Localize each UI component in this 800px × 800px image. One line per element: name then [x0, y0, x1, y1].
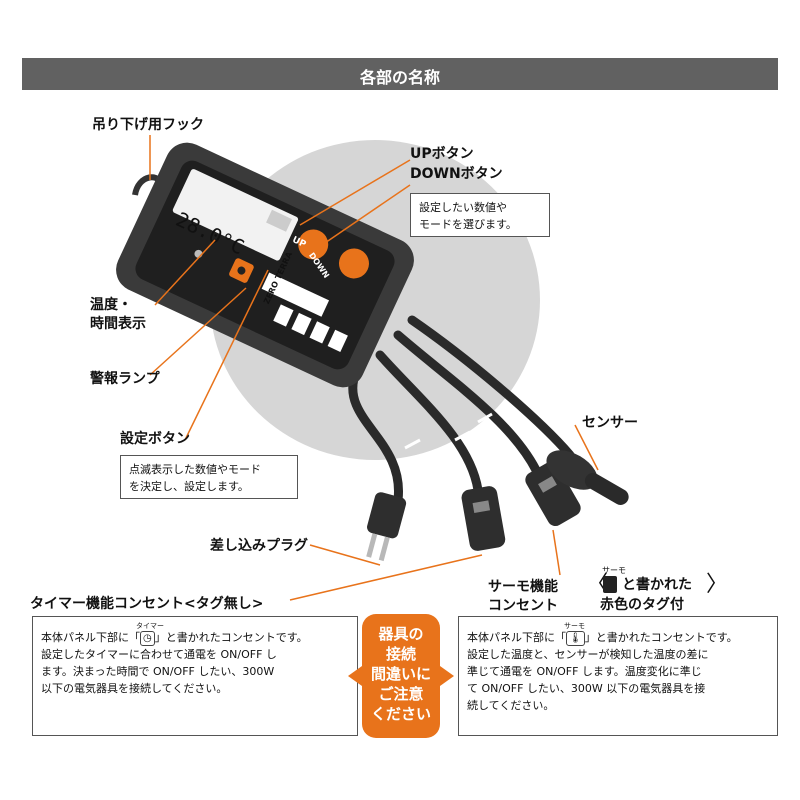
bracket-right: 〉 — [706, 572, 729, 597]
timer-clock-icon: ◷ — [140, 630, 155, 646]
thermo-line1: 本体パネル下部に「サーモ🌡」と書かれたコンセントです。 — [467, 622, 769, 646]
bracket-left: 〈 — [586, 572, 609, 597]
page-title: 各部の名称 — [359, 68, 440, 87]
label-sensor: センサー — [582, 415, 638, 431]
label-set-button: 設定ボタン — [120, 431, 190, 447]
tag-ruby: サーモ — [602, 566, 626, 575]
label-timer-outlet: タイマー機能コンセント<タグ無し> — [30, 596, 264, 612]
set-description-box: 点滅表示した数値やモード を決定し、設定します。 — [120, 455, 298, 499]
cable-sensor — [407, 315, 575, 460]
notice-line: ください — [370, 705, 431, 723]
updown-line2: モードを選びます。 — [419, 218, 517, 231]
cable-thermo-outlet — [393, 330, 541, 475]
label-display-line2: 時間表示 — [90, 316, 146, 332]
notice-line: ご注意 — [378, 685, 424, 703]
updown-description-box: 設定したい数値や モードを選びます。 — [410, 193, 550, 237]
timer-ruby: タイマー — [136, 622, 164, 630]
label-down-button: DOWNボタン — [410, 166, 503, 182]
label-thermo-outlet: サーモ機能 — [488, 579, 558, 595]
updown-line1: 設定したい数値や — [419, 201, 507, 214]
thermo-line2: 設定した温度と、センサーが検知した温度の差に — [467, 648, 709, 661]
timer-outlet — [461, 486, 506, 551]
timer-line4: 以下の電気器具を接続してください。 — [41, 682, 228, 695]
timer-line3: ます。決まった時間で ON/OFF したい、300W — [41, 665, 275, 678]
timer-line2: 設定したタイマーに合わせて通電を ON/OFF し — [41, 648, 277, 661]
label-up-button: UPボタン — [410, 146, 474, 162]
label-plug: 差し込みプラグ — [210, 538, 308, 554]
label-thermo-outlet-line2: コンセント — [488, 598, 558, 614]
timer-line1: 本体パネル下部に「タイマー◷」と書かれたコンセントです。 — [41, 622, 349, 646]
thermo-line4: て ON/OFF したい、300W 以下の電気器具を接 — [467, 682, 706, 695]
cable-ties — [404, 412, 493, 450]
cables — [348, 315, 575, 505]
device-body — [116, 142, 414, 388]
set-line1: 点滅表示した数値やモード — [129, 463, 261, 476]
label-alarm-lamp: 警報ランプ — [90, 371, 160, 387]
timer-outlet-box: 本体パネル下部に「タイマー◷」と書かれたコンセントです。 設定したタイマーに合わ… — [32, 616, 358, 736]
label-display: 温度・ — [90, 297, 132, 313]
notice-line: 間違いに — [370, 665, 431, 683]
thermo-outlet-box: 本体パネル下部に「サーモ🌡」と書かれたコンセントです。 設定した温度と、センサー… — [458, 616, 778, 736]
thermo-tag-icon — [603, 576, 617, 593]
power-plug — [366, 492, 407, 562]
label-tag-note-line2: 赤色のタグ付 — [600, 597, 684, 613]
leader-lines — [149, 135, 599, 601]
label-hook: 吊り下げ用フック — [92, 117, 204, 133]
cable-timer-outlet — [375, 350, 483, 495]
thermo-ruby: サーモ — [564, 622, 585, 630]
set-line2: を決定し、設定します。 — [129, 480, 249, 493]
thermo-line5: 続してください。 — [467, 699, 555, 712]
header-bar: 各部の名称 — [22, 58, 778, 90]
thermometer-icon: 🌡 — [566, 630, 585, 646]
thermo-outlet — [525, 461, 581, 527]
notice-line: 接続 — [385, 645, 416, 663]
notice-line: 器具の — [378, 625, 424, 643]
thermo-line3: 準じて通電を ON/OFF します。温度変化に準じ — [467, 665, 702, 678]
notice-badge: 器具の 接続 間違いに ご注意 ください — [362, 614, 440, 738]
cable-plug — [348, 370, 403, 505]
temperature-sensor — [546, 450, 629, 505]
label-tag-note: と書かれた — [622, 577, 692, 593]
